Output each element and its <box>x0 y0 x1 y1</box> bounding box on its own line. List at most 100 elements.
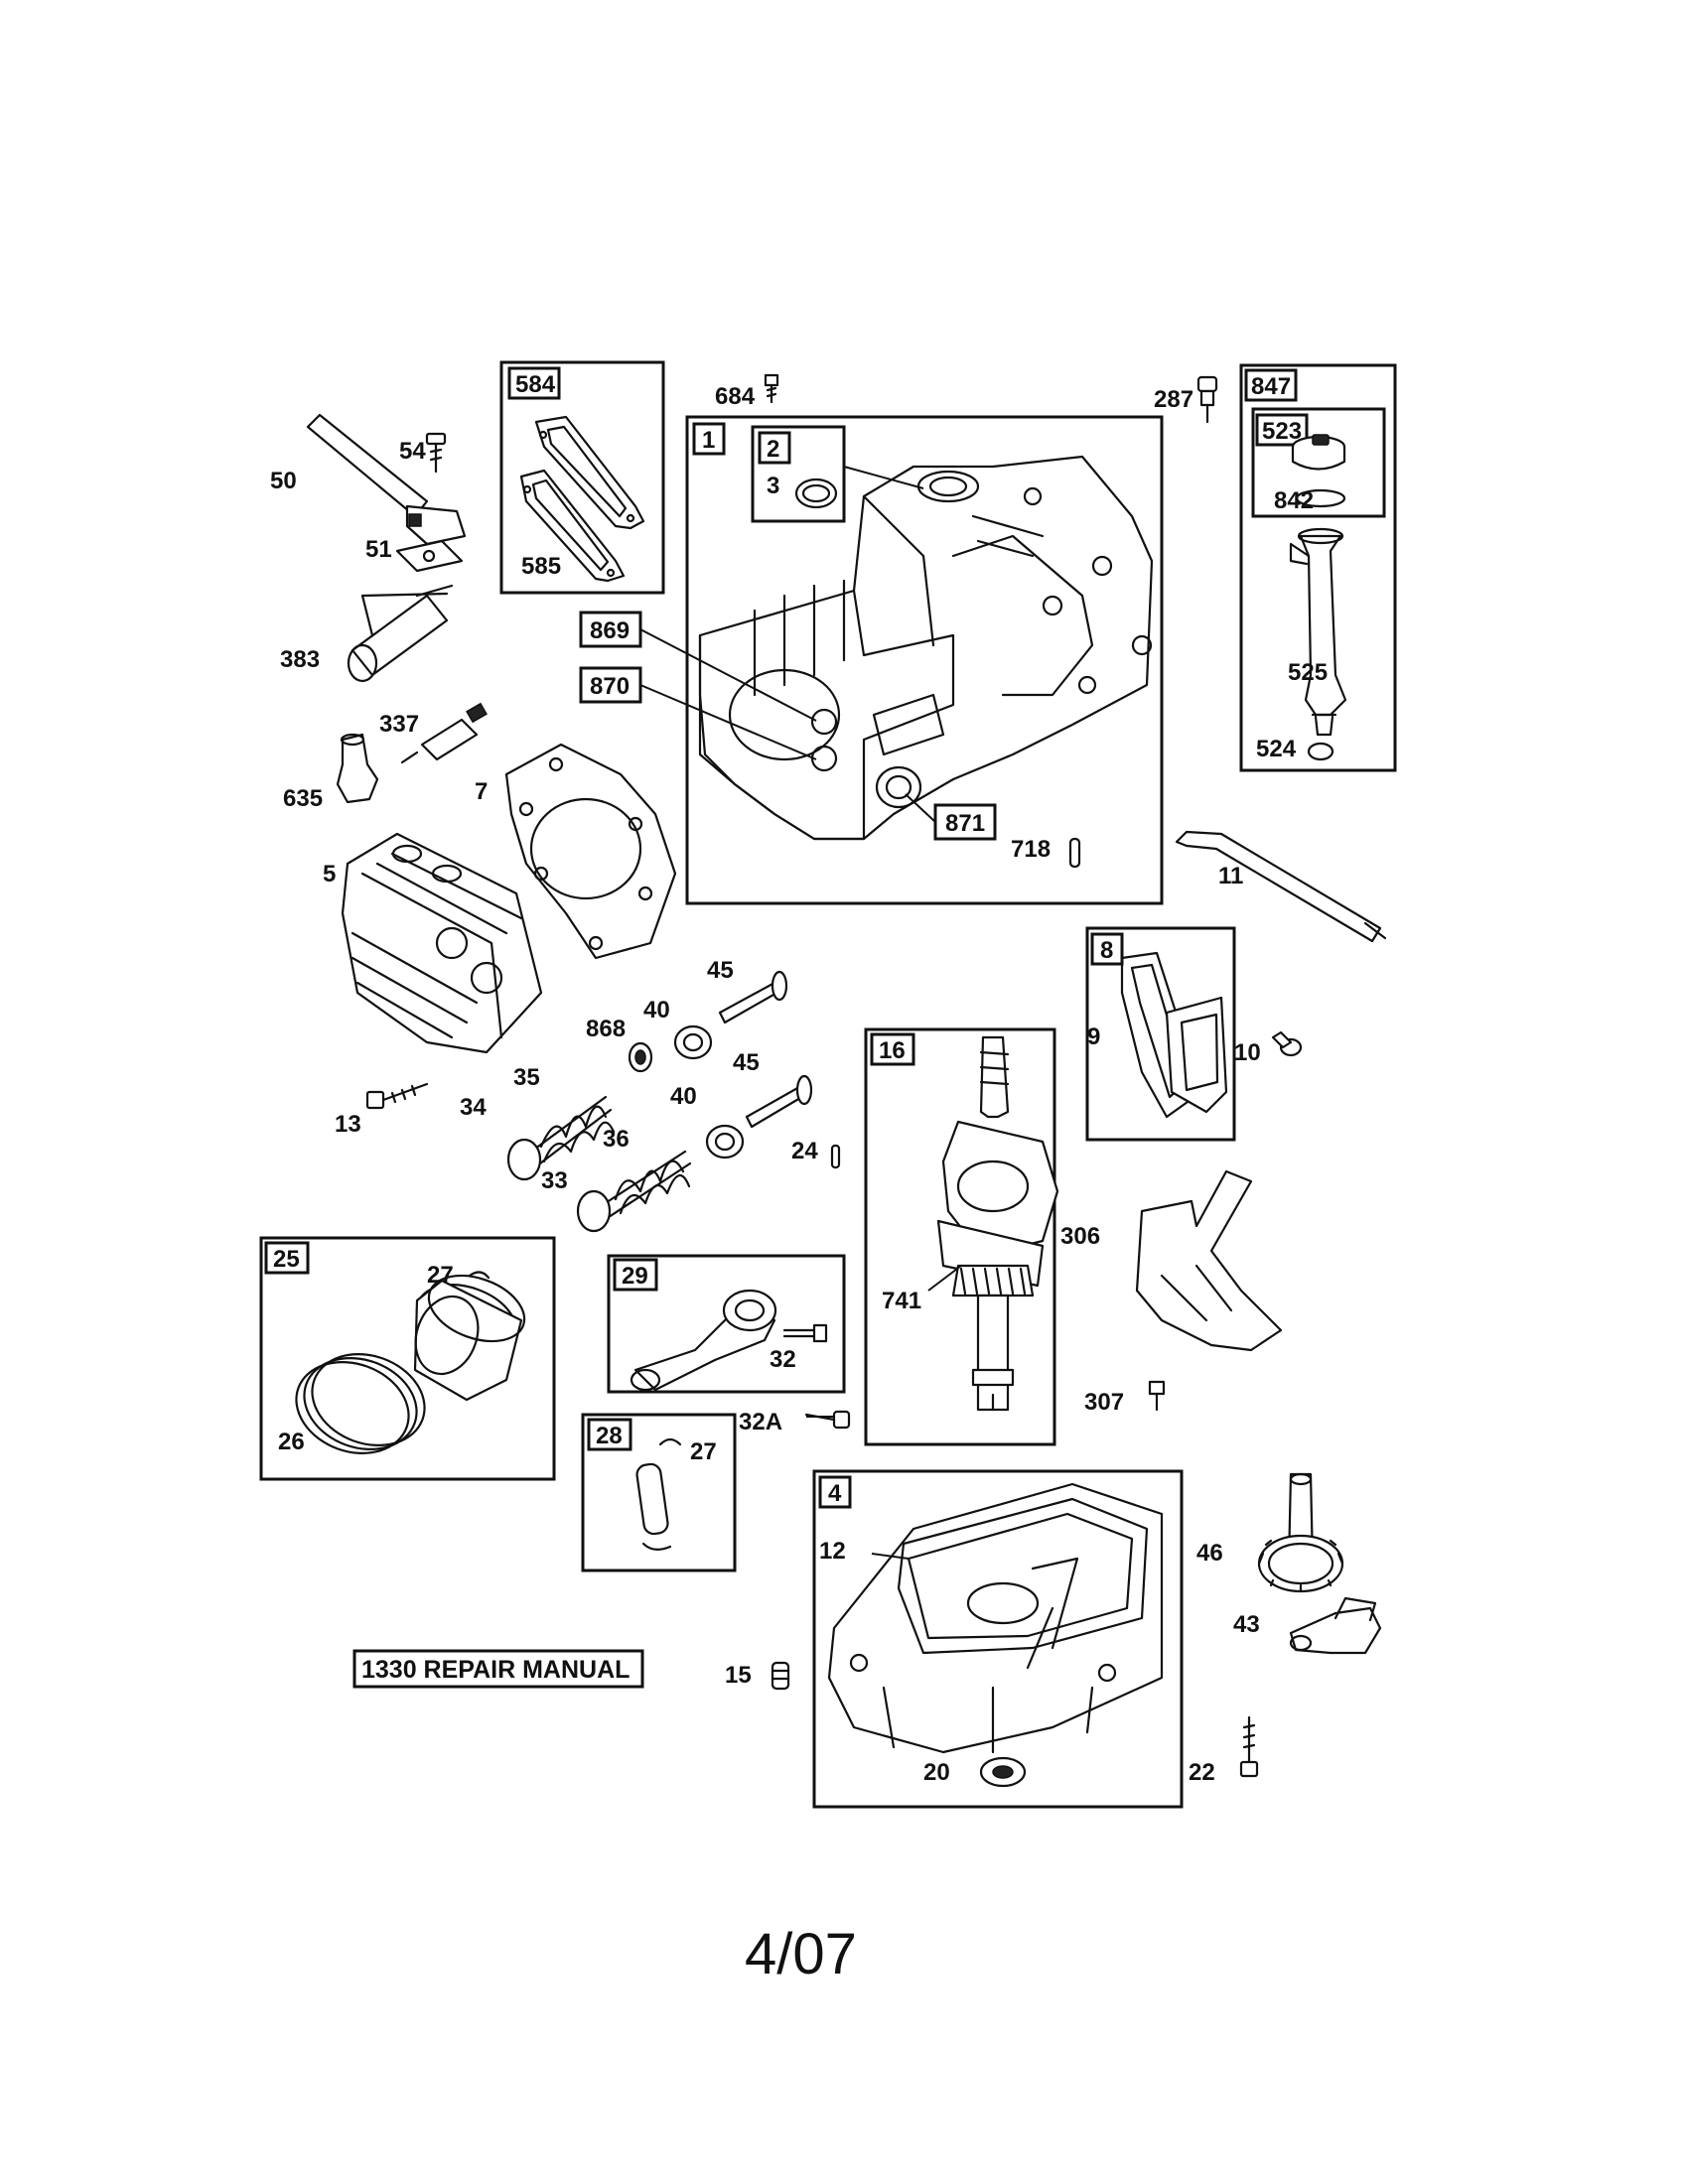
pipe-11-illustration <box>1175 830 1387 943</box>
group-box-4 <box>812 1469 1184 1809</box>
valve-spring-36-illustration <box>576 1150 692 1233</box>
label-40-upper: 40 <box>643 997 670 1024</box>
box-label-4: 4 <box>828 1480 842 1507</box>
bolt-684-illustration <box>764 373 779 404</box>
box-label-847: 847 <box>1251 373 1291 400</box>
label-10: 10 <box>1234 1039 1261 1066</box>
label-11: 11 <box>1218 863 1243 889</box>
label-27-piston: 27 <box>427 1262 454 1289</box>
piston-rings-illustration <box>295 1353 426 1454</box>
valve-45-upper-illustration <box>718 970 788 1024</box>
bolt-287-illustration <box>1196 375 1218 424</box>
label-46: 46 <box>1196 1540 1223 1567</box>
group-box-523 <box>1251 407 1386 518</box>
head-gasket-7-illustration <box>504 743 677 960</box>
label-43: 43 <box>1233 1611 1260 1638</box>
label-718: 718 <box>1011 836 1051 863</box>
label-684: 684 <box>715 383 756 410</box>
label-34: 34 <box>460 1094 487 1121</box>
valve-spring-35-illustration <box>506 1095 616 1181</box>
box-label-1: 1 <box>702 427 715 454</box>
group-box-16 <box>864 1027 1056 1446</box>
shield-306-illustration <box>1135 1169 1283 1352</box>
label-287: 287 <box>1154 386 1193 413</box>
label-383: 383 <box>280 646 320 673</box>
label-13: 13 <box>335 1111 361 1138</box>
label-868: 868 <box>586 1016 626 1042</box>
label-307: 307 <box>1084 1389 1124 1416</box>
label-524: 524 <box>1256 736 1297 762</box>
label-22: 22 <box>1189 1759 1215 1786</box>
label-26: 26 <box>278 1429 305 1455</box>
label-741: 741 <box>882 1288 921 1314</box>
box-label-584: 584 <box>515 371 556 398</box>
label-45-lower: 45 <box>733 1049 760 1076</box>
connecting-rod-illustration <box>630 1289 777 1392</box>
box-label-29: 29 <box>622 1263 648 1290</box>
dowel-718-illustration <box>1068 837 1081 869</box>
bolt-13-illustration <box>365 1082 429 1110</box>
box-label-870: 870 <box>590 673 630 700</box>
piston-illustration <box>413 1274 526 1402</box>
piston-pin-illustration <box>635 1437 682 1551</box>
repair-manual-label: 1330 REPAIR MANUAL <box>361 1656 630 1684</box>
sump-illustration <box>827 1482 1164 1754</box>
group-box-2 <box>751 425 846 523</box>
governor-bracket-illustration <box>1289 1596 1382 1655</box>
exhaust-part-8-illustration <box>1120 951 1228 1119</box>
box-label-523: 523 <box>1262 418 1302 445</box>
label-525: 525 <box>1288 659 1328 686</box>
seal-868-illustration <box>628 1041 653 1073</box>
box-label-2: 2 <box>767 436 779 463</box>
label-27-pin: 27 <box>690 1438 717 1465</box>
gasket-51-illustration <box>395 539 464 573</box>
label-15: 15 <box>725 1662 752 1689</box>
label-24: 24 <box>791 1138 818 1164</box>
valve-45-lower-illustration <box>745 1074 813 1129</box>
box-label-871: 871 <box>945 810 985 837</box>
label-40-lower: 40 <box>670 1083 697 1110</box>
gasket-584-illustration <box>519 415 645 583</box>
box-label-16: 16 <box>879 1037 906 1064</box>
label-20: 20 <box>923 1759 950 1786</box>
label-32: 32 <box>770 1346 796 1373</box>
box-label-28: 28 <box>596 1423 623 1449</box>
label-337: 337 <box>379 711 419 738</box>
crankcase-illustration <box>698 455 1154 841</box>
box-label-8: 8 <box>1100 937 1113 964</box>
label-51: 51 <box>365 536 392 563</box>
label-7: 7 <box>475 778 488 805</box>
box-label-869: 869 <box>590 617 630 644</box>
part-383-illustration <box>347 584 454 683</box>
label-50: 50 <box>270 468 297 494</box>
bolt-307-illustration <box>1148 1380 1166 1412</box>
breather-tube-50-illustration <box>306 413 467 546</box>
group-box-25 <box>259 1236 556 1481</box>
pin-24-illustration <box>830 1144 841 1169</box>
bushing-15-illustration <box>771 1661 790 1691</box>
screw-54-illustration <box>425 432 447 474</box>
group-box-8 <box>1085 926 1236 1142</box>
label-306: 306 <box>1060 1223 1100 1250</box>
label-3: 3 <box>767 473 779 499</box>
spark-plug-337-illustration <box>400 702 488 764</box>
label-9: 9 <box>1087 1024 1100 1050</box>
label-5: 5 <box>323 861 336 887</box>
bolt-10-illustration <box>1271 1030 1303 1057</box>
spark-plug-boot-635-illustration <box>336 733 379 804</box>
page-date: 4/07 <box>745 1922 857 1986</box>
label-45-upper: 45 <box>707 957 734 984</box>
seal-20-illustration <box>979 1756 1027 1788</box>
bolt-32-illustration <box>782 1323 828 1343</box>
group-box-584 <box>499 360 665 595</box>
label-32A: 32A <box>739 1409 782 1435</box>
dipstick-tube-illustration <box>1289 434 1347 761</box>
label-35: 35 <box>513 1064 540 1091</box>
bolt-22-illustration <box>1239 1715 1259 1778</box>
label-842: 842 <box>1274 487 1314 514</box>
crankshaft-illustration <box>936 1035 1059 1412</box>
bolt-32A-illustration <box>804 1410 851 1430</box>
cylinder-head-5-illustration <box>341 832 543 1054</box>
label-635: 635 <box>283 785 323 812</box>
group-box-28 <box>581 1413 737 1572</box>
